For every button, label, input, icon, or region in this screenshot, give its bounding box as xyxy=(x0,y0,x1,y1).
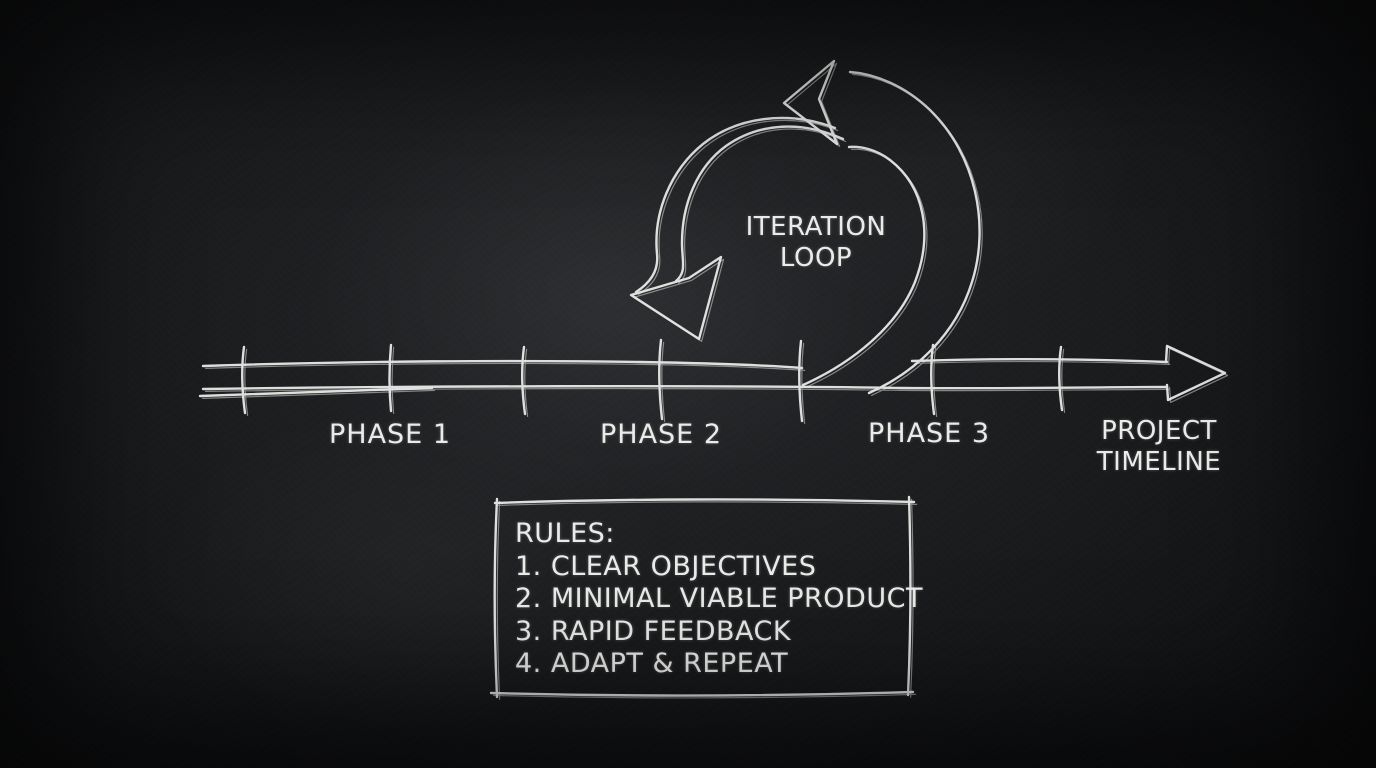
rules-heading: RULES: xyxy=(515,518,615,549)
iteration-loop-label: ITERATION LOOP xyxy=(746,212,887,274)
rule-item-4: 4. ADAPT & REPEAT xyxy=(515,648,789,680)
timeline-end-label: PROJECT TIMELINE xyxy=(1097,416,1221,478)
phase-1-label: PHASE 1 xyxy=(328,419,452,450)
timeline-end-label-line2: TIMELINE xyxy=(1096,447,1222,477)
iteration-loop-label-line1: ITERATION xyxy=(745,212,887,242)
iteration-loop-label-line2: LOOP xyxy=(779,243,853,273)
rule-item-2: 2. MINIMAL VIABLE PRODUCT xyxy=(515,583,923,615)
timeline-end-label-line1: PROJECT xyxy=(1101,416,1217,446)
rules-panel: RULES: 1. CLEAR OBJECTIVES 2. MINIMAL VI… xyxy=(515,518,923,681)
phase-3-label: PHASE 3 xyxy=(867,418,991,449)
rule-item-3: 3. RAPID FEEDBACK xyxy=(515,615,792,647)
phase-2-label: PHASE 2 xyxy=(599,419,723,450)
rule-item-1: 1. CLEAR OBJECTIVES xyxy=(515,550,817,582)
